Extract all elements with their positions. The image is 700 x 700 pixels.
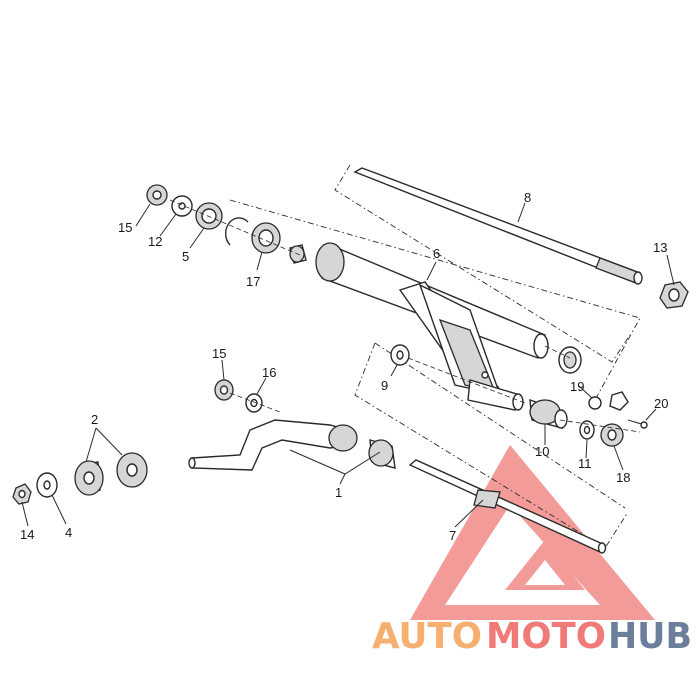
leader-18 — [613, 445, 624, 471]
callout-13: 13 — [653, 240, 667, 255]
watermark-text-moto: MOTO — [486, 616, 606, 657]
leader-15b — [221, 359, 225, 381]
callout-15a: 15 — [118, 220, 132, 235]
part-13-nut — [659, 281, 689, 309]
axis-bushing — [544, 345, 571, 359]
callout-11: 11 — [578, 456, 592, 471]
leader-5 — [189, 227, 205, 249]
callout-6: 6 — [433, 246, 440, 261]
callout-1: 1 — [335, 485, 342, 500]
leader-11 — [585, 439, 588, 459]
part-17-bearing — [251, 222, 281, 254]
part-12-washer — [171, 195, 193, 217]
callout-20: 20 — [654, 396, 668, 411]
leader-20 — [645, 408, 657, 421]
callout-17: 17 — [246, 274, 260, 289]
leader-12 — [159, 213, 177, 237]
part-18-nut — [600, 423, 624, 447]
part-5-bearing — [195, 202, 223, 230]
axis-lower-nut — [229, 392, 281, 413]
part-20-bolt — [609, 391, 648, 429]
leader-17 — [256, 251, 263, 271]
watermark-text-hub: HUB — [608, 616, 692, 657]
part-14-nut — [12, 483, 32, 505]
leader-16 — [256, 377, 267, 395]
assembly-outline-8 — [334, 164, 631, 363]
part-19-washer — [588, 396, 602, 410]
callout-2: 2 — [91, 412, 98, 427]
watermark-text-auto: AUTO — [372, 616, 482, 657]
leader-1-stub — [339, 473, 346, 485]
callout-10: 10 — [535, 444, 549, 459]
part-4-washer — [36, 472, 58, 498]
part-2-bush-right — [116, 452, 148, 488]
watermark-wordmark: AUTO MOTO HUB — [372, 616, 692, 657]
callout-12: 12 — [148, 234, 162, 249]
watermark-logo — [410, 445, 655, 620]
callout-14: 14 — [20, 527, 34, 542]
leader-1 — [289, 449, 381, 475]
part-2-bush-left — [74, 460, 104, 496]
part-11-washer — [579, 420, 595, 440]
callout-15b: 15 — [212, 346, 226, 361]
callout-16: 16 — [262, 365, 276, 380]
leader-2b — [95, 427, 123, 456]
leader-14 — [21, 501, 29, 527]
leader-6 — [426, 261, 437, 281]
part-7-shaft — [408, 459, 607, 554]
part-8-shaft — [353, 167, 643, 285]
callout-18: 18 — [616, 470, 630, 485]
part-9-washer — [390, 344, 410, 366]
callout-5: 5 — [182, 249, 189, 264]
part-15-upper-nut — [146, 184, 168, 206]
part-16-washer — [245, 393, 263, 413]
axis-right-group — [559, 419, 641, 433]
callout-8: 8 — [524, 190, 531, 205]
part-10-bushing — [529, 398, 568, 429]
leader-15a — [135, 203, 151, 227]
callout-4: 4 — [65, 525, 72, 540]
part-19-bushing — [558, 346, 582, 374]
assembly-outline-6 — [229, 199, 641, 401]
leader-13 — [666, 254, 675, 286]
part-6-spindle — [315, 242, 549, 411]
callout-9: 9 — [381, 378, 388, 393]
axis-washer-9 — [407, 357, 526, 404]
leader-2a — [85, 427, 97, 463]
leader-4 — [51, 494, 67, 525]
part-1-bushing — [368, 439, 396, 469]
callout-7: 7 — [449, 528, 456, 543]
part-1-lever — [188, 419, 358, 471]
assembly-outline-7 — [354, 342, 629, 549]
leader-19 — [578, 385, 593, 399]
part-15-lower-nut — [214, 379, 234, 401]
assembly-outline-7b — [374, 342, 626, 509]
leader-7 — [454, 499, 484, 528]
leader-9 — [390, 364, 398, 377]
callout-19: 19 — [570, 379, 584, 394]
part-circlip — [224, 217, 249, 246]
leader-8 — [517, 202, 526, 223]
